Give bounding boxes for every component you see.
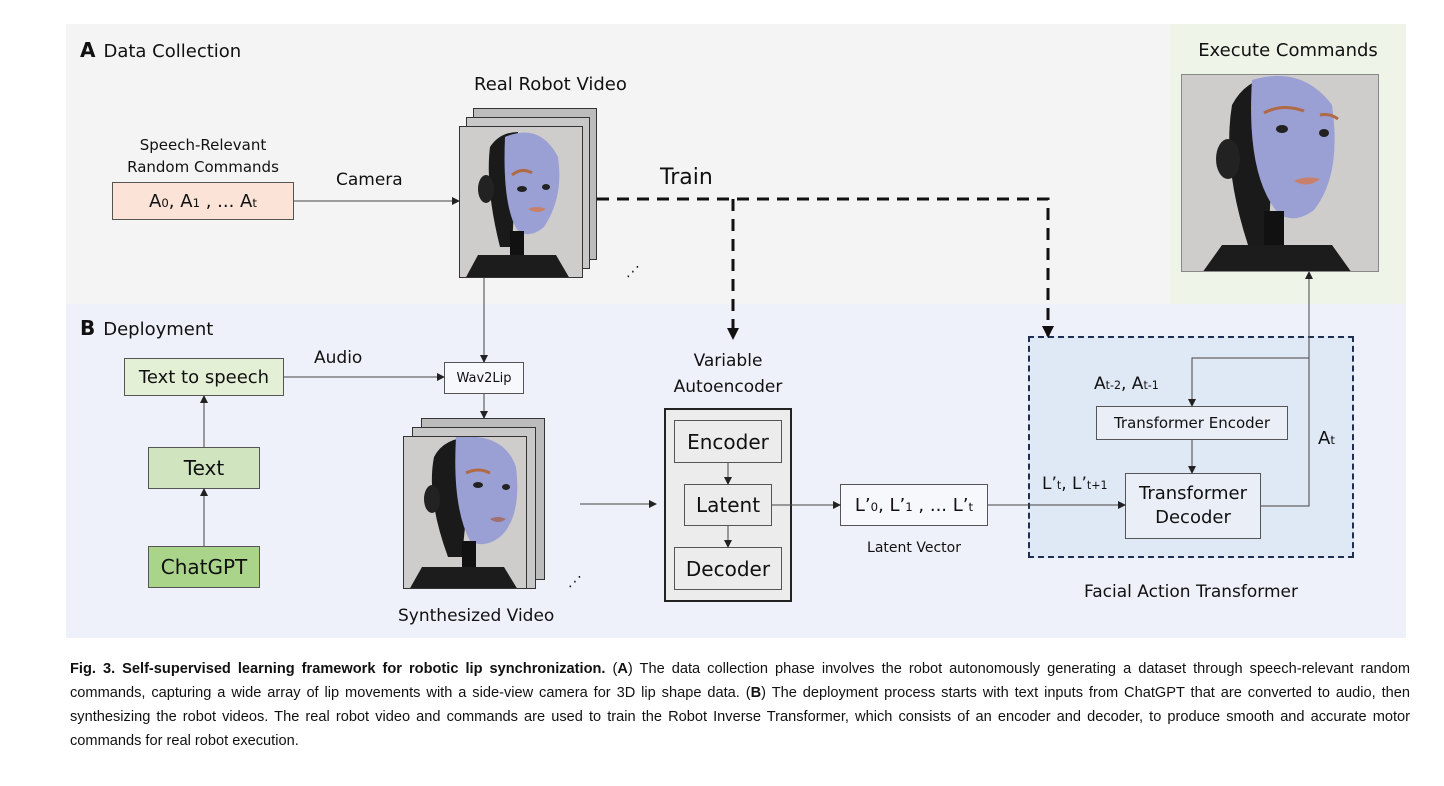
caption-part-a-marker: A [617, 661, 628, 677]
caption-fig-label: Fig. 3. Self-supervised learning framewo… [70, 661, 606, 677]
camera-label: Camera [336, 170, 403, 190]
latent-vector-sequence: L’0, L’1 , ... L’t [854, 494, 974, 516]
robot-head-execute-image [1182, 75, 1378, 271]
latent-input-label: L’t, L’t+1 [1042, 474, 1108, 494]
decoder-box: Decoder [674, 547, 782, 590]
vae-title-line1: Variable [693, 351, 763, 371]
real-robot-video-frame [459, 126, 583, 278]
train-label: Train [660, 165, 713, 190]
figure-caption: Fig. 3. Self-supervised learning framewo… [70, 661, 1410, 749]
transformer-decoder-line1: Transformer [1138, 483, 1247, 504]
vae-title-line2: Autoencoder [673, 377, 783, 397]
caption-part-a-text: The data collection phase involves the r… [70, 661, 1410, 701]
execute-commands-title: Execute Commands [1198, 40, 1378, 61]
text-box: Text [148, 447, 260, 489]
commands-label-line1: Speech-Relevant [139, 136, 267, 154]
latent-vector-caption: Latent Vector [867, 540, 961, 556]
caption-part-b-marker: B [750, 685, 762, 701]
synthesized-video-frame [403, 436, 527, 589]
decoder-output-line [1188, 357, 1310, 507]
panel-b-title: B Deployment [80, 316, 213, 340]
caption-part-b-text: The deployment process starts with text … [70, 685, 1410, 749]
robot-head-image [460, 127, 582, 277]
encoder-box: Encoder [674, 420, 782, 463]
commands-label-line2: Random Commands [127, 158, 279, 176]
panel-a-title: A Data Collection [80, 38, 241, 62]
previous-actions-label: At-2, At-1 [1094, 374, 1159, 394]
real-video-ellipsis: ⋰ [626, 264, 640, 280]
action-output-label: At [1318, 428, 1335, 449]
vae-title: Variable Autoencoder [664, 348, 792, 400]
chatgpt-box: ChatGPT [148, 546, 260, 588]
robot-head-synth-image [404, 437, 526, 588]
synth-video-ellipsis: ⋰ [568, 574, 582, 590]
latent-vector-box: L’0, L’1 , ... L’t [840, 484, 988, 526]
facial-action-transformer-title: Facial Action Transformer [1084, 582, 1298, 602]
panel-b-title-text: Deployment [103, 319, 214, 340]
text-to-speech-box: Text to speech [124, 358, 284, 396]
random-commands-box: A0, A1 , ... At [112, 182, 294, 220]
transformer-decoder-line2: Decoder [1155, 507, 1231, 528]
commands-sequence: A0, A1 , ... At [149, 190, 257, 212]
real-robot-video-label: Real Robot Video [474, 74, 627, 95]
audio-label: Audio [314, 348, 363, 368]
panel-a-letter: A [80, 38, 96, 62]
synthesized-video-label: Synthesized Video [398, 606, 555, 626]
panel-b-letter: B [80, 316, 96, 340]
execute-commands-image [1181, 74, 1379, 272]
panel-a-title-text: Data Collection [103, 41, 242, 62]
commands-label: Speech-Relevant Random Commands [112, 134, 294, 178]
wav2lip-box: Wav2Lip [444, 362, 524, 394]
train-dashed-line [597, 197, 1054, 338]
